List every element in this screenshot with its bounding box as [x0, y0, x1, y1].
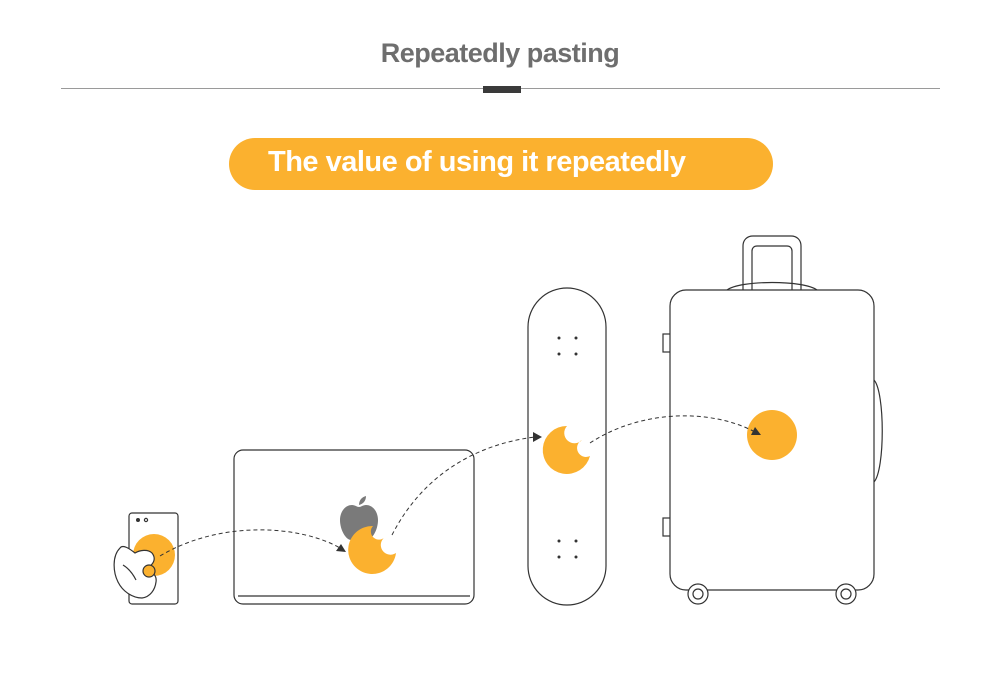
title-divider-accent [483, 86, 521, 93]
laptop-sticker [348, 525, 396, 574]
skateboard-sticker [542, 425, 590, 474]
hand-icon [113, 545, 157, 599]
value-banner: The value of using it repeatedly [229, 138, 773, 190]
value-banner-text: The value of using it repeatedly [268, 146, 686, 178]
arrow-heads [336, 427, 761, 552]
transfer-arrows [159, 415, 756, 557]
page-title: Repeatedly pasting [380, 38, 620, 68]
suitcase-sticker [747, 410, 797, 460]
skateboard-bolts [557, 336, 578, 559]
